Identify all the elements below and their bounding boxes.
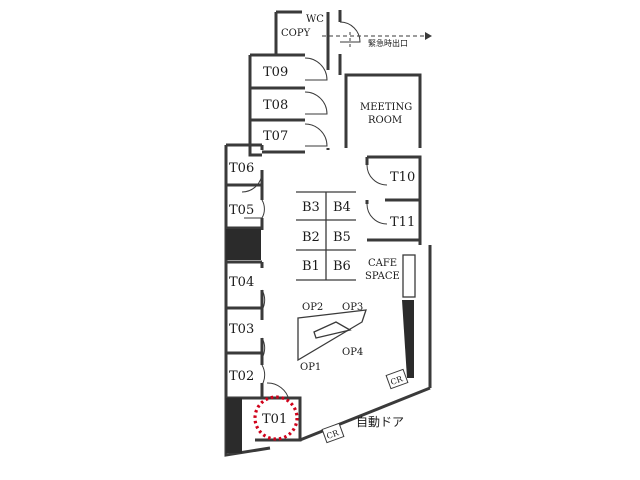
label-b3: B3 (302, 200, 320, 215)
label-op1: OP1 (300, 362, 321, 373)
label-meeting-room-1: MEETING (360, 102, 412, 113)
label-t06: T06 (229, 161, 254, 176)
emergency-exit-arrow (322, 32, 432, 48)
dark-block-bottom-left (226, 398, 242, 453)
label-op3: OP3 (342, 302, 363, 313)
cr-right-box (385, 368, 409, 390)
label-t08: T08 (263, 98, 288, 113)
booth-grid (296, 191, 356, 281)
label-b4: B4 (333, 200, 351, 215)
labels: WC COPY 緊急時出口 T09 T08 T07 MEETING ROOM T… (229, 14, 415, 441)
label-t03: T03 (229, 322, 254, 337)
walls (224, 10, 432, 457)
label-meeting-room-2: ROOM (368, 115, 402, 126)
label-b5: B5 (333, 230, 351, 245)
label-cafe-1: CAFE (368, 258, 397, 269)
label-emergency-exit: 緊急時出口 (368, 38, 408, 48)
label-t09: T09 (263, 65, 288, 80)
label-wc: WC (306, 14, 324, 25)
label-op4: OP4 (342, 347, 363, 358)
doors (241, 21, 388, 401)
cr-bottom-box (321, 422, 345, 444)
dark-blocks (226, 229, 416, 453)
label-t11: T11 (390, 215, 415, 230)
label-t10: T10 (390, 170, 415, 185)
label-t02: T02 (229, 369, 254, 384)
label-b1: B1 (302, 259, 320, 274)
label-t04: T04 (229, 275, 254, 290)
label-t07: T07 (263, 129, 288, 144)
label-b6: B6 (333, 259, 351, 274)
label-b2: B2 (302, 230, 320, 245)
cafe-counter (402, 254, 416, 298)
label-cr-bottom: CR (325, 428, 340, 441)
dark-block-right (402, 300, 414, 378)
label-cafe-2: SPACE (365, 271, 400, 282)
t01-highlight-circle (253, 395, 299, 441)
label-auto-door: 自動ドア (356, 415, 404, 429)
label-copy: COPY (281, 28, 311, 39)
open-seat-table (297, 309, 367, 362)
label-op2: OP2 (302, 302, 323, 313)
label-t05: T05 (229, 203, 254, 218)
cr-markers (321, 368, 409, 444)
dark-block-left (226, 229, 261, 260)
label-cr-right: CR (389, 374, 404, 387)
label-t01: T01 (262, 412, 287, 427)
